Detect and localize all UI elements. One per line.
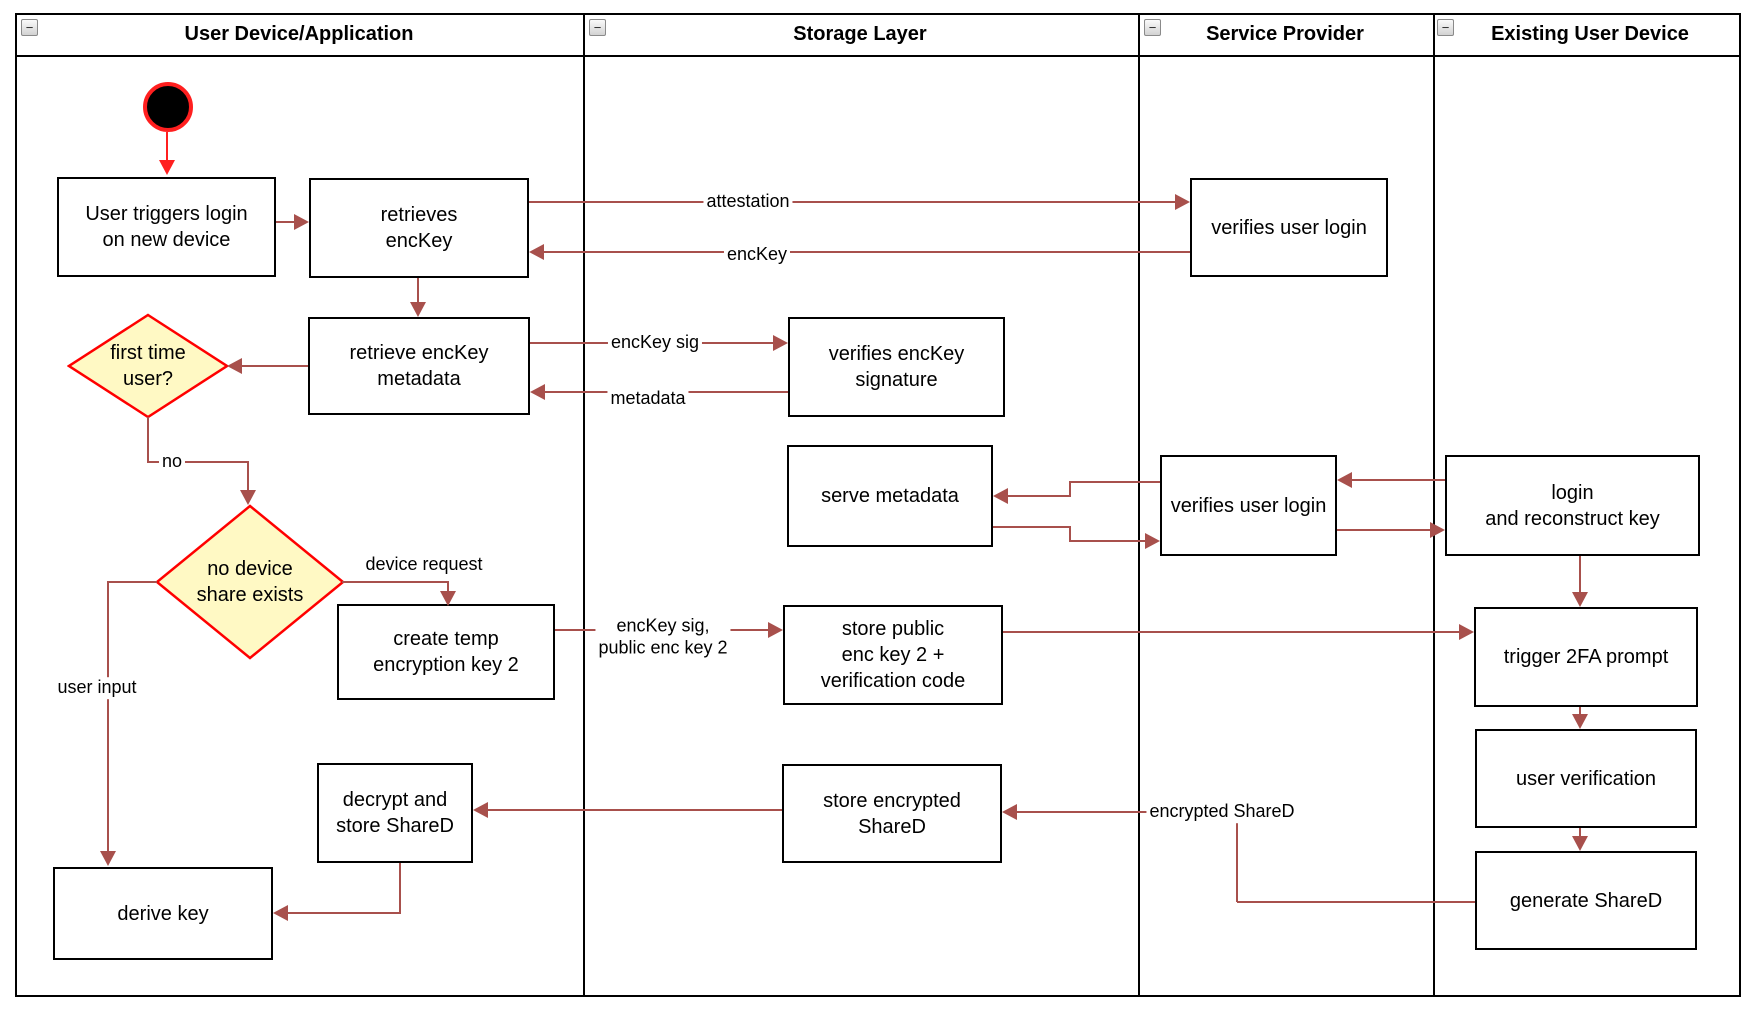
decision-no-device-share-label: no device share exists bbox=[196, 558, 304, 606]
lane-divider-3 bbox=[1433, 13, 1435, 997]
arrowhead-down bbox=[1572, 836, 1588, 851]
decision-diamond-shape bbox=[155, 504, 345, 660]
node-trigger-2fa-prompt[interactable]: trigger 2FA prompt bbox=[1474, 607, 1698, 707]
arrowhead-left bbox=[273, 905, 288, 921]
lane-collapse-button-4[interactable]: − bbox=[1437, 19, 1454, 36]
arrowhead-right bbox=[294, 214, 309, 230]
node-derive-key[interactable]: derive key bbox=[53, 867, 273, 960]
node-serve-metadata[interactable]: serve metadata bbox=[787, 445, 993, 547]
edge-verifies2-to-serve bbox=[1008, 495, 1070, 497]
arrowhead-left bbox=[529, 244, 544, 260]
edge-no-branch bbox=[247, 461, 249, 492]
node-store-encrypted-shared[interactable]: store encrypted ShareD bbox=[782, 764, 1002, 863]
edge-store-to-2fa bbox=[1003, 631, 1461, 633]
edge-label-device-request: device request bbox=[362, 554, 486, 576]
edge-encrypted-shared bbox=[1237, 901, 1475, 903]
arrowhead-left bbox=[473, 802, 488, 818]
decision-first-time-user[interactable]: first time user? bbox=[66, 313, 230, 419]
node-verifies-enckey-signature[interactable]: verifies encKey signature bbox=[788, 317, 1005, 417]
decision-first-time-user-label: first time user? bbox=[110, 342, 186, 390]
lane-divider-1 bbox=[583, 13, 585, 997]
edge-label-no: no bbox=[158, 451, 186, 473]
edge-serve-to-verifies2 bbox=[993, 526, 1071, 528]
arrowhead-down bbox=[1572, 592, 1588, 607]
node-generate-shared[interactable]: generate ShareD bbox=[1475, 851, 1697, 950]
node-decrypt-and-store-shared[interactable]: decrypt and store ShareD bbox=[317, 763, 473, 863]
node-create-temp-encryption-key-2[interactable]: create temp encryption key 2 bbox=[337, 604, 555, 700]
lane-divider-2 bbox=[1138, 13, 1140, 997]
edge-start-to-login bbox=[166, 132, 168, 160]
arrowhead-left bbox=[1337, 472, 1352, 488]
node-user-verification[interactable]: user verification bbox=[1475, 729, 1697, 828]
arrowhead-down bbox=[240, 490, 256, 505]
edge-verifies2-to-serve bbox=[1069, 481, 1071, 497]
arrowhead-left bbox=[993, 488, 1008, 504]
edge-metadata-to-decision bbox=[242, 365, 308, 367]
edge-attestation bbox=[529, 201, 1175, 203]
edge-serve-to-verifies2 bbox=[1070, 540, 1146, 542]
node-store-public-enc-key-2[interactable]: store public enc key 2 + verification co… bbox=[783, 605, 1003, 705]
decision-no-device-share-exists[interactable]: no device share exists bbox=[155, 504, 345, 660]
arrowhead-right bbox=[1430, 522, 1445, 538]
lane-title-service-provider: Service Provider bbox=[1206, 23, 1364, 45]
edge-2fa-to-verification bbox=[1579, 707, 1581, 716]
edge-enckey-return bbox=[544, 251, 1190, 253]
edge-user-input bbox=[107, 581, 109, 853]
arrowhead-right bbox=[1175, 194, 1190, 210]
arrowhead-left bbox=[227, 358, 242, 374]
edge-device-request bbox=[447, 581, 449, 593]
arrowhead-down bbox=[100, 851, 116, 866]
arrowhead-down bbox=[440, 591, 456, 606]
lane-collapse-button-3[interactable]: − bbox=[1144, 19, 1161, 36]
node-user-triggers-login[interactable]: User triggers login on new device bbox=[57, 177, 276, 277]
node-retrieve-enckey-metadata[interactable]: retrieve encKey metadata bbox=[308, 317, 530, 415]
edge-label-enckey-sig-public: encKey sig, public enc key 2 bbox=[595, 615, 731, 659]
edge-encrypted-shared bbox=[1236, 811, 1238, 902]
edge-no-branch bbox=[147, 417, 149, 463]
edge-login4-to-verifies2 bbox=[1352, 479, 1445, 481]
arrowhead-right bbox=[773, 335, 788, 351]
arrowhead-down bbox=[1572, 714, 1588, 729]
arrowhead-down bbox=[159, 160, 175, 175]
start-node[interactable] bbox=[143, 82, 193, 132]
edge-label-encrypted-shared: encrypted ShareD bbox=[1146, 801, 1298, 823]
arrowhead-down bbox=[410, 302, 426, 317]
node-login-and-reconstruct-key[interactable]: login and reconstruct key bbox=[1445, 455, 1700, 556]
edge-label-metadata: metadata bbox=[607, 388, 689, 410]
node-verifies-user-login-2[interactable]: verifies user login bbox=[1160, 455, 1337, 556]
edge-label-attestation: attestation bbox=[703, 191, 793, 213]
edge-no-branch bbox=[147, 461, 249, 463]
lane-title-storage-layer: Storage Layer bbox=[793, 23, 927, 45]
edge-verifies2-to-login4 bbox=[1337, 529, 1430, 531]
edge-login4-to-2fa bbox=[1579, 556, 1581, 594]
arrowhead-right bbox=[1459, 624, 1474, 640]
edge-verification-to-generate bbox=[1579, 828, 1581, 837]
arrowhead-right bbox=[1145, 533, 1160, 549]
diagram-outer-frame bbox=[15, 13, 1741, 997]
edge-label-enckey: encKey bbox=[723, 244, 791, 266]
edge-user-input bbox=[108, 581, 157, 583]
lane-title-existing-user-device: Existing User Device bbox=[1491, 23, 1689, 45]
edge-encrypted-shared bbox=[1017, 811, 1237, 813]
node-verifies-user-login-1[interactable]: verifies user login bbox=[1190, 178, 1388, 277]
edge-label-enckey-sig: encKey sig bbox=[607, 332, 703, 354]
arrowhead-left bbox=[1002, 804, 1017, 820]
node-retrieves-enckey[interactable]: retrieves encKey bbox=[309, 178, 529, 278]
edge-store-to-decrypt bbox=[488, 809, 782, 811]
lane-title-user-device: User Device/Application bbox=[184, 23, 414, 45]
lane-collapse-button-2[interactable]: − bbox=[589, 19, 606, 36]
arrowhead-right bbox=[768, 622, 783, 638]
arrowhead-left bbox=[530, 384, 545, 400]
edge-decrypt-to-derive bbox=[399, 863, 401, 914]
edge-decrypt-to-derive bbox=[288, 912, 401, 914]
header-divider-line bbox=[15, 55, 1741, 57]
edge-serve-to-verifies2 bbox=[1069, 526, 1071, 542]
edge-retrieves-to-metadata bbox=[417, 278, 419, 304]
edge-label-user-input: user input bbox=[54, 677, 140, 699]
edge-login-to-retrieves bbox=[276, 221, 298, 223]
lane-collapse-button-1[interactable]: − bbox=[21, 19, 38, 36]
edge-verifies2-to-serve bbox=[1070, 481, 1160, 483]
edge-device-request bbox=[342, 581, 449, 583]
